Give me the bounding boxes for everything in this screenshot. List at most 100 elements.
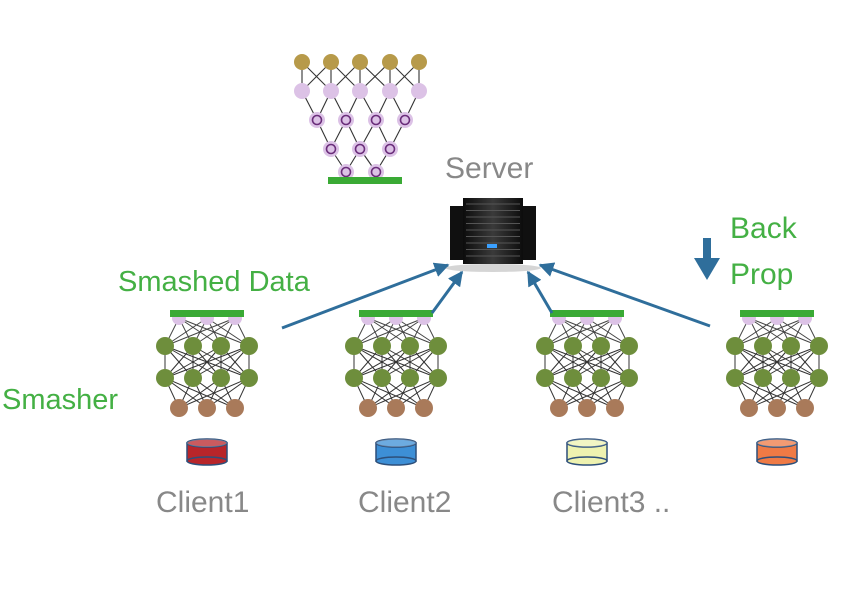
- client-network-edge: [367, 377, 439, 409]
- client-network: [726, 310, 828, 466]
- server-node: [323, 54, 339, 70]
- client-node: [240, 337, 258, 355]
- client-network: [536, 310, 638, 466]
- server-node-ring: [370, 114, 382, 126]
- client-database-icon: [186, 438, 228, 466]
- client-network-edge: [544, 345, 602, 379]
- rack-unit: [520, 206, 536, 260]
- database-bottom: [566, 456, 608, 466]
- client-node: [550, 399, 568, 417]
- rack-unit: [450, 206, 466, 260]
- client-node: [782, 369, 800, 387]
- client-network-edge: [178, 377, 250, 409]
- client2-label: Client2: [358, 486, 452, 519]
- client-node: [810, 369, 828, 387]
- client-database-icon: [756, 438, 798, 466]
- client-network-edge: [572, 345, 630, 379]
- client-node: [768, 399, 786, 417]
- client-node: [564, 337, 582, 355]
- client-node: [810, 337, 828, 355]
- client-network-edge: [734, 345, 820, 379]
- database-bottom: [375, 456, 417, 466]
- client-node: [429, 369, 447, 387]
- client-network-edge: [544, 345, 630, 379]
- client-node: [606, 399, 624, 417]
- client-node: [592, 337, 610, 355]
- server-node-ring: [399, 114, 411, 126]
- upload-arrow: [538, 262, 711, 328]
- client-database-icon: [375, 438, 417, 466]
- client-network-edge: [748, 377, 820, 409]
- client-network-edge: [558, 377, 630, 409]
- client-network-edge: [353, 345, 411, 379]
- client-node: [198, 399, 216, 417]
- smashed-data-label: Smashed Data: [118, 266, 310, 298]
- server-node: [294, 83, 310, 99]
- server-node: [397, 112, 413, 128]
- back-prop-arrow-shaft: [703, 238, 711, 260]
- client-network-edge: [192, 345, 250, 379]
- database-top: [756, 438, 798, 448]
- client-network-edge: [164, 345, 222, 379]
- client-node: [620, 369, 638, 387]
- server-node: [411, 83, 427, 99]
- server-node: [338, 164, 354, 180]
- client-node: [564, 369, 582, 387]
- client-node: [578, 399, 596, 417]
- client-node: [170, 399, 188, 417]
- database-highlight: [187, 439, 227, 447]
- client-node: [754, 337, 772, 355]
- server-node-ring: [311, 114, 323, 126]
- database-highlight: [757, 439, 797, 447]
- client-node: [429, 337, 447, 355]
- server-node-ring: [340, 114, 352, 126]
- server-rack-icon: [445, 198, 541, 272]
- client-node: [373, 337, 391, 355]
- server-node: [368, 112, 384, 128]
- client-node: [401, 369, 419, 387]
- rack-light: [487, 244, 497, 248]
- upload-arrow: [281, 262, 450, 330]
- client-node: [212, 337, 230, 355]
- server-node: [368, 164, 384, 180]
- client-node: [359, 399, 377, 417]
- client-network: [345, 310, 447, 466]
- client-node: [726, 369, 744, 387]
- client-node: [726, 337, 744, 355]
- back-prop-arrow-head: [694, 258, 720, 280]
- client-network-edge: [353, 345, 439, 379]
- client-node: [620, 337, 638, 355]
- server-node-ring: [384, 143, 396, 155]
- back-prop-label-line1: Back: [730, 212, 797, 245]
- rack-unit: [463, 198, 523, 264]
- client-node: [415, 399, 433, 417]
- server-node: [323, 83, 339, 99]
- database-highlight: [376, 439, 416, 447]
- upload-arrow: [430, 270, 464, 314]
- client-database-icon: [566, 438, 608, 466]
- client-network-edge: [164, 345, 250, 379]
- server-node-ring: [340, 166, 352, 178]
- client-node: [754, 369, 772, 387]
- database-bottom: [756, 456, 798, 466]
- client-network-edge: [762, 345, 820, 379]
- client-network-edge: [381, 345, 439, 379]
- server-node-ring: [354, 143, 366, 155]
- client1-label: Client1: [156, 486, 250, 519]
- back-prop-label-line2: Prop: [730, 258, 794, 291]
- client-node: [156, 337, 174, 355]
- server-node: [352, 54, 368, 70]
- smashed-data-bar: [740, 310, 814, 317]
- client-node: [796, 399, 814, 417]
- client-node: [387, 399, 405, 417]
- smashed-data-bar: [550, 310, 624, 317]
- server-network: [294, 54, 427, 184]
- server-node: [352, 141, 368, 157]
- client3-label: Client3 ..: [552, 486, 671, 519]
- client-node: [184, 337, 202, 355]
- back-prop-arrow-icon: [694, 238, 720, 280]
- client-node: [345, 337, 363, 355]
- server-node-ring: [370, 166, 382, 178]
